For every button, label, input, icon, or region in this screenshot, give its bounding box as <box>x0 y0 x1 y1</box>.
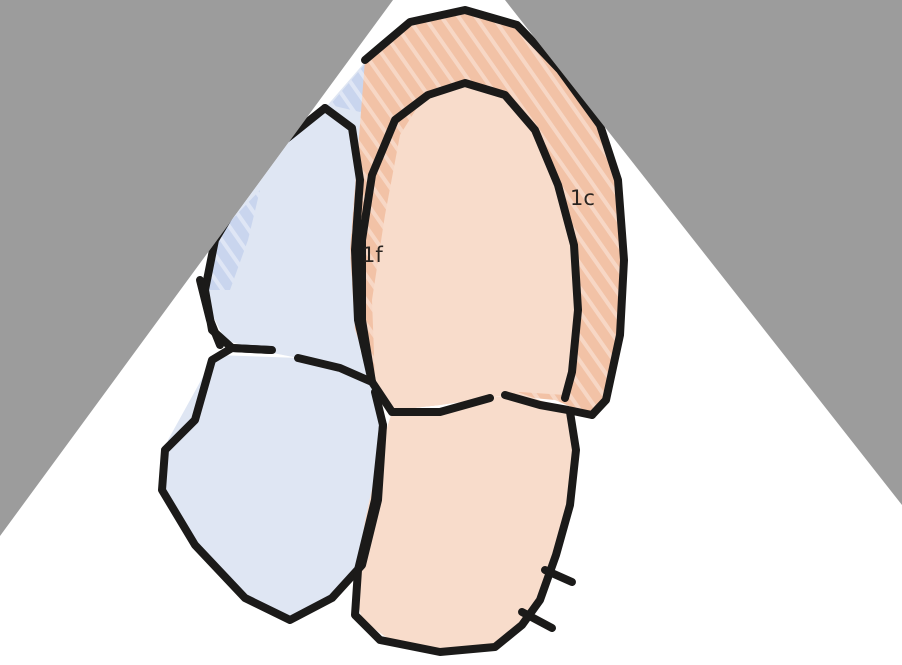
label-1c: 1c <box>570 186 595 210</box>
label-1f: 1f <box>362 243 383 267</box>
